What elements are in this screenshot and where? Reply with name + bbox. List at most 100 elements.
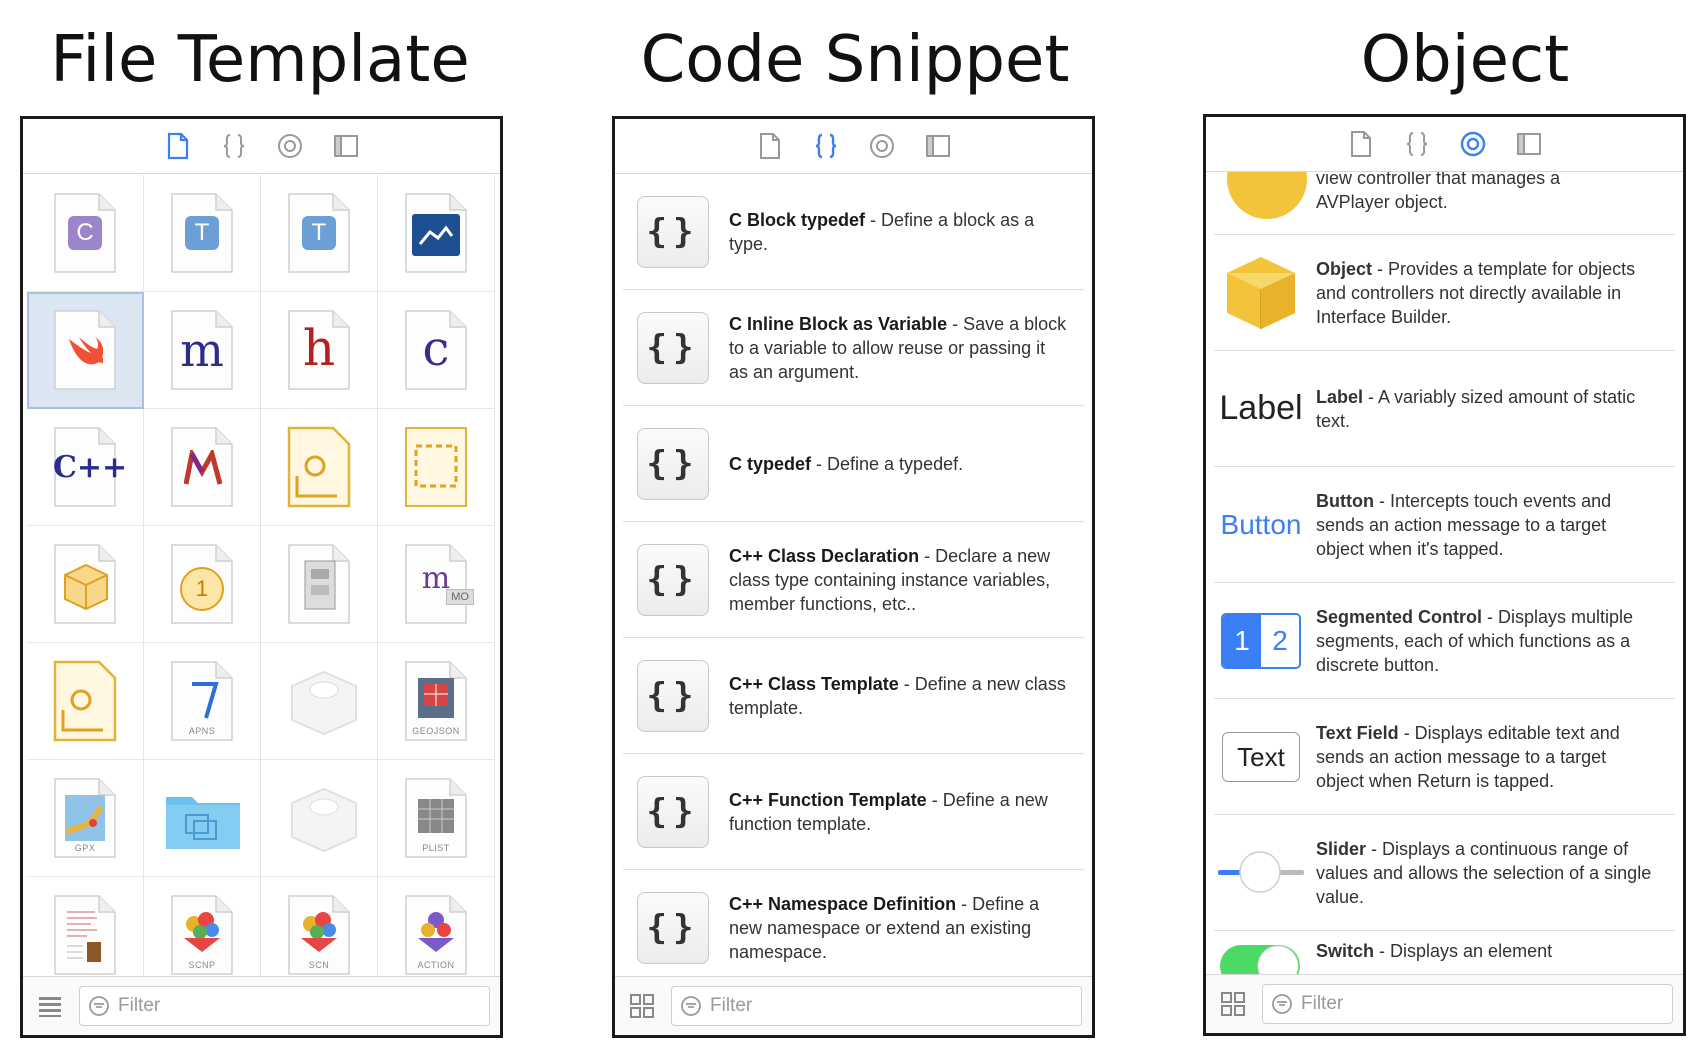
template-cell[interactable] — [27, 643, 144, 760]
template-cell[interactable]: T — [261, 175, 378, 292]
template-cell[interactable]: GEOJSON — [378, 643, 495, 760]
template-cell[interactable]: T — [144, 175, 261, 292]
object-list-item[interactable]: Object - Provides a template for objects… — [1214, 235, 1675, 351]
media-tab-icon[interactable] — [332, 132, 360, 160]
template-cell[interactable] — [27, 526, 144, 643]
template-cell[interactable]: SCN — [261, 877, 378, 994]
template-cell[interactable]: c — [378, 292, 495, 409]
snippet-title: C++ Function Template — [729, 789, 927, 810]
snippet-description: C Inline Block as Variable - Save a bloc… — [729, 312, 1069, 384]
partial-desc: view controller that manages a AVPlayer … — [1316, 172, 1561, 212]
template-cell[interactable]: APNS — [144, 643, 261, 760]
template-cell[interactable]: h — [261, 292, 378, 409]
t-file-icon: T — [287, 192, 351, 274]
snippet-description: C++ Function Template - Define a new fun… — [729, 788, 1069, 836]
snippet-list-item[interactable]: {}C++ Class Template - Define a new clas… — [623, 638, 1084, 754]
playground-page-icon — [53, 660, 117, 742]
filter-input[interactable] — [116, 994, 420, 1018]
list-item-partial[interactable]: view controller that manages a AVPlayer … — [1214, 172, 1675, 235]
object-title: Segmented Control — [1316, 606, 1483, 627]
object-tab-icon[interactable] — [276, 132, 304, 160]
snippet-summary: - Declare a new class type containing in… — [729, 545, 1051, 614]
library-tab-bar — [615, 119, 1092, 174]
filter-field[interactable] — [1262, 984, 1673, 1024]
av-player-icon — [1227, 172, 1307, 219]
template-cell[interactable] — [144, 760, 261, 877]
template-cell[interactable]: ACTION — [378, 877, 495, 994]
spritekit-action-icon: ACTION — [404, 894, 468, 976]
template-cell[interactable] — [261, 643, 378, 760]
template-cell[interactable] — [261, 760, 378, 877]
code-snippet-braces-icon: {} — [637, 891, 709, 964]
file-type-label: GEOJSON — [412, 726, 460, 736]
object-tab-icon[interactable] — [868, 132, 896, 160]
scenekit-particle-icon: SCNP — [170, 894, 234, 976]
storyboard-file-icon — [404, 426, 468, 508]
file-template-tab-icon[interactable] — [1347, 130, 1375, 158]
caption-file-template: File Template — [50, 23, 470, 97]
list-view-toggle-icon[interactable] — [37, 993, 63, 1019]
snippet-list-item[interactable]: {}C Inline Block as Variable - Save a bl… — [623, 290, 1084, 406]
media-tab-icon[interactable] — [1515, 130, 1543, 158]
filter-input[interactable] — [708, 994, 1012, 1018]
template-cell[interactable]: 1 — [144, 526, 261, 643]
object-library-panel: view controller that manages a AVPlayer … — [1203, 114, 1686, 1036]
template-cell[interactable] — [261, 526, 378, 643]
code-snippet-tab-icon[interactable] — [220, 132, 248, 160]
template-cell[interactable]: m — [144, 292, 261, 409]
template-cell[interactable]: C — [27, 175, 144, 292]
template-cell[interactable] — [27, 292, 144, 409]
snippet-title: C typedef — [729, 453, 812, 474]
object-list-item[interactable]: Slider - Displays a continuous range of … — [1214, 815, 1675, 931]
cpp-letter: C++ — [53, 450, 128, 485]
template-cell[interactable] — [378, 175, 495, 292]
template-cell[interactable]: C++ — [27, 409, 144, 526]
snippet-list-item[interactable]: {}C typedef - Define a typedef. — [623, 406, 1084, 522]
c-letter: C — [68, 216, 102, 250]
snippet-list-item[interactable]: {}C++ Namespace Definition - Define a ne… — [623, 870, 1084, 986]
file-template-tab-icon[interactable] — [756, 132, 784, 160]
filter-input[interactable] — [1299, 992, 1603, 1016]
snippet-list-item[interactable]: {}C++ Function Template - Define a new f… — [623, 754, 1084, 870]
filter-field[interactable] — [671, 986, 1082, 1026]
slider-icon — [1218, 850, 1304, 893]
file-type-label: GPX — [74, 843, 96, 853]
apns-file-icon: APNS — [170, 660, 234, 742]
code-snippet-tab-icon[interactable] — [1403, 130, 1431, 158]
template-cell[interactable] — [261, 409, 378, 526]
snippet-summary: - Define a new function template. — [729, 789, 1048, 834]
code-snippet-tab-icon[interactable] — [812, 132, 840, 160]
media-tab-icon[interactable] — [924, 132, 952, 160]
object-summary: - Displays editable text and sends an ac… — [1316, 722, 1620, 791]
grid-view-toggle-icon[interactable] — [1220, 991, 1246, 1017]
folder-icon — [166, 777, 240, 859]
filter-field[interactable] — [79, 986, 490, 1026]
object-description: Slider - Displays a continuous range of … — [1316, 837, 1656, 909]
object-tab-icon[interactable] — [1459, 130, 1487, 158]
asset-number: 1 — [180, 567, 224, 611]
file-template-tab-icon[interactable] — [164, 132, 192, 160]
grid-view-toggle-icon[interactable] — [629, 993, 655, 1019]
template-cell[interactable]: GPX — [27, 760, 144, 877]
caption-code-snippet: Code Snippet — [640, 23, 1070, 97]
object-summary: - Intercepts touch events and sends an a… — [1316, 490, 1612, 559]
model-cube-file-icon — [53, 543, 117, 625]
object-title: Object — [1316, 258, 1373, 279]
text-field-preview: Text — [1222, 731, 1300, 782]
template-cell[interactable] — [378, 409, 495, 526]
snippet-list-item[interactable]: {}C Block typedef - Define a block as a … — [623, 174, 1084, 290]
file-type-label: PLIST — [422, 843, 450, 853]
library-footer — [615, 976, 1092, 1035]
library-footer — [23, 976, 500, 1035]
template-cell[interactable]: PLIST — [378, 760, 495, 877]
snippet-list-item[interactable]: {}C++ Class Declaration - Declare a new … — [623, 522, 1084, 638]
object-title: Switch — [1316, 941, 1375, 961]
template-cell[interactable] — [144, 409, 261, 526]
